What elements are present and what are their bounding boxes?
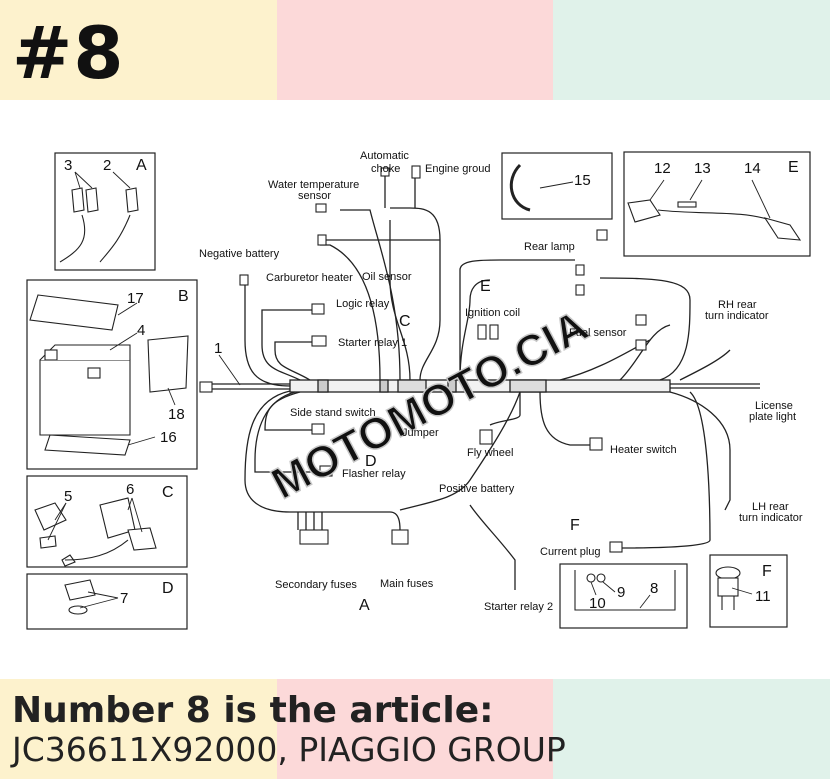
item-numbers: 1 2 3 4 5 6 7 8 9 10 11 12 13 14 15 16 1… — [64, 157, 771, 612]
letter-e-main: E — [480, 278, 491, 295]
band-yellow — [0, 0, 277, 100]
label-fly-wheel: Fly wheel — [467, 447, 513, 459]
label-ignition-coil: Ignition coil — [465, 307, 520, 319]
label-fuel-sensor: Fuel sensor — [569, 327, 627, 339]
number-12: 12 — [654, 160, 671, 177]
label-carburetor-heater: Carburetor heater — [266, 272, 353, 284]
number-14: 14 — [744, 160, 761, 177]
letter-f-main: F — [570, 517, 580, 534]
label-starter-relay-1: Starter relay 1 — [338, 337, 407, 349]
number-7: 7 — [120, 590, 128, 607]
label-current-plug: Current plug — [540, 546, 601, 558]
box-f-plug — [709, 554, 788, 628]
label-lh-rear-2: turn indicator — [739, 512, 803, 524]
label-starter-relay-2: Starter relay 2 — [484, 601, 553, 613]
band-pink — [277, 0, 553, 100]
label-flasher-relay: Flasher relay — [342, 468, 406, 480]
label-rh-rear-2: turn indicator — [705, 310, 769, 322]
label-rear-lamp: Rear lamp — [524, 241, 575, 253]
letter-c-box: C — [162, 484, 174, 501]
label-engine-groud: Engine groud — [425, 163, 490, 175]
band-yellow-bottom — [0, 679, 277, 779]
section-letters: A B C D E C D E F A F — [136, 157, 799, 614]
label-jumper: Jumper — [402, 427, 439, 439]
letter-c-main: C — [399, 313, 411, 330]
number-13: 13 — [694, 160, 711, 177]
box-b-battery — [26, 279, 198, 470]
label-rh-rear-1: RH rear — [718, 299, 757, 311]
label-side-stand-switch: Side stand switch — [290, 407, 376, 419]
number-5: 5 — [64, 488, 72, 505]
number-2: 2 — [103, 157, 111, 174]
band-green — [553, 0, 830, 100]
number-17: 17 — [127, 290, 144, 307]
article-part-number: JC36611X92000, PIAGGIO GROUP — [12, 730, 566, 769]
number-16: 16 — [160, 429, 177, 446]
label-water-temp-1: Water temperature — [268, 179, 359, 191]
box-a-fuse-holders — [54, 152, 156, 271]
number-9: 9 — [617, 584, 625, 601]
label-logic-relay: Logic relay — [336, 298, 390, 310]
number-11: 11 — [755, 588, 771, 605]
component-labels: Automatic choke Engine groud Water tempe… — [199, 150, 803, 613]
box-e-connectors — [623, 151, 811, 257]
letter-f-box: F — [762, 563, 772, 580]
watermark-text: MOTOMOTO.CIA — [264, 301, 596, 509]
band-green-bottom — [553, 679, 830, 779]
item-number-badge: #8 — [12, 11, 125, 95]
number-15: 15 — [574, 172, 591, 189]
main-harness — [200, 175, 760, 590]
label-license-1: License — [755, 400, 793, 412]
letter-b: B — [178, 288, 189, 305]
letter-d-main: D — [365, 453, 377, 470]
label-secondary-fuses: Secondary fuses — [275, 579, 357, 591]
label-license-2: plate light — [749, 411, 796, 423]
letter-e-box: E — [788, 159, 799, 176]
top-color-band — [0, 0, 830, 100]
number-8: 8 — [650, 580, 658, 597]
label-automatic-choke-1: Automatic — [360, 150, 409, 162]
number-4: 4 — [137, 322, 145, 339]
label-water-temp-2: sensor — [298, 190, 331, 202]
box-c-relays — [26, 475, 188, 568]
number-3: 3 — [64, 157, 72, 174]
letter-d-box: D — [162, 580, 174, 597]
wiring-diagram: MOTOMOTO.CIA Automatic choke Engine grou… — [26, 150, 811, 630]
article-headline: Number 8 is the article: — [12, 690, 494, 731]
box-d-relay — [26, 573, 188, 630]
number-1: 1 — [214, 340, 222, 357]
component-sketches — [29, 163, 802, 615]
label-oil-sensor: Oil sensor — [362, 271, 412, 283]
label-automatic-choke-2: choke — [371, 163, 400, 175]
label-negative-battery: Negative battery — [199, 248, 280, 260]
leader-lines — [47, 171, 771, 609]
diagram-boxes — [26, 151, 811, 630]
bottom-color-band — [0, 679, 830, 779]
letter-a-top: A — [136, 157, 147, 174]
band-pink-bottom — [277, 679, 553, 779]
box-8-cable — [559, 563, 688, 629]
number-6: 6 — [126, 481, 134, 498]
label-positive-battery: Positive battery — [439, 483, 515, 495]
label-main-fuses: Main fuses — [380, 578, 434, 590]
letter-a-main: A — [359, 597, 370, 614]
label-lh-rear-1: LH rear — [752, 501, 789, 513]
label-heater-switch: Heater switch — [610, 444, 677, 456]
box-15-clamp — [501, 152, 613, 220]
number-10: 10 — [589, 595, 606, 612]
number-18: 18 — [168, 406, 185, 423]
